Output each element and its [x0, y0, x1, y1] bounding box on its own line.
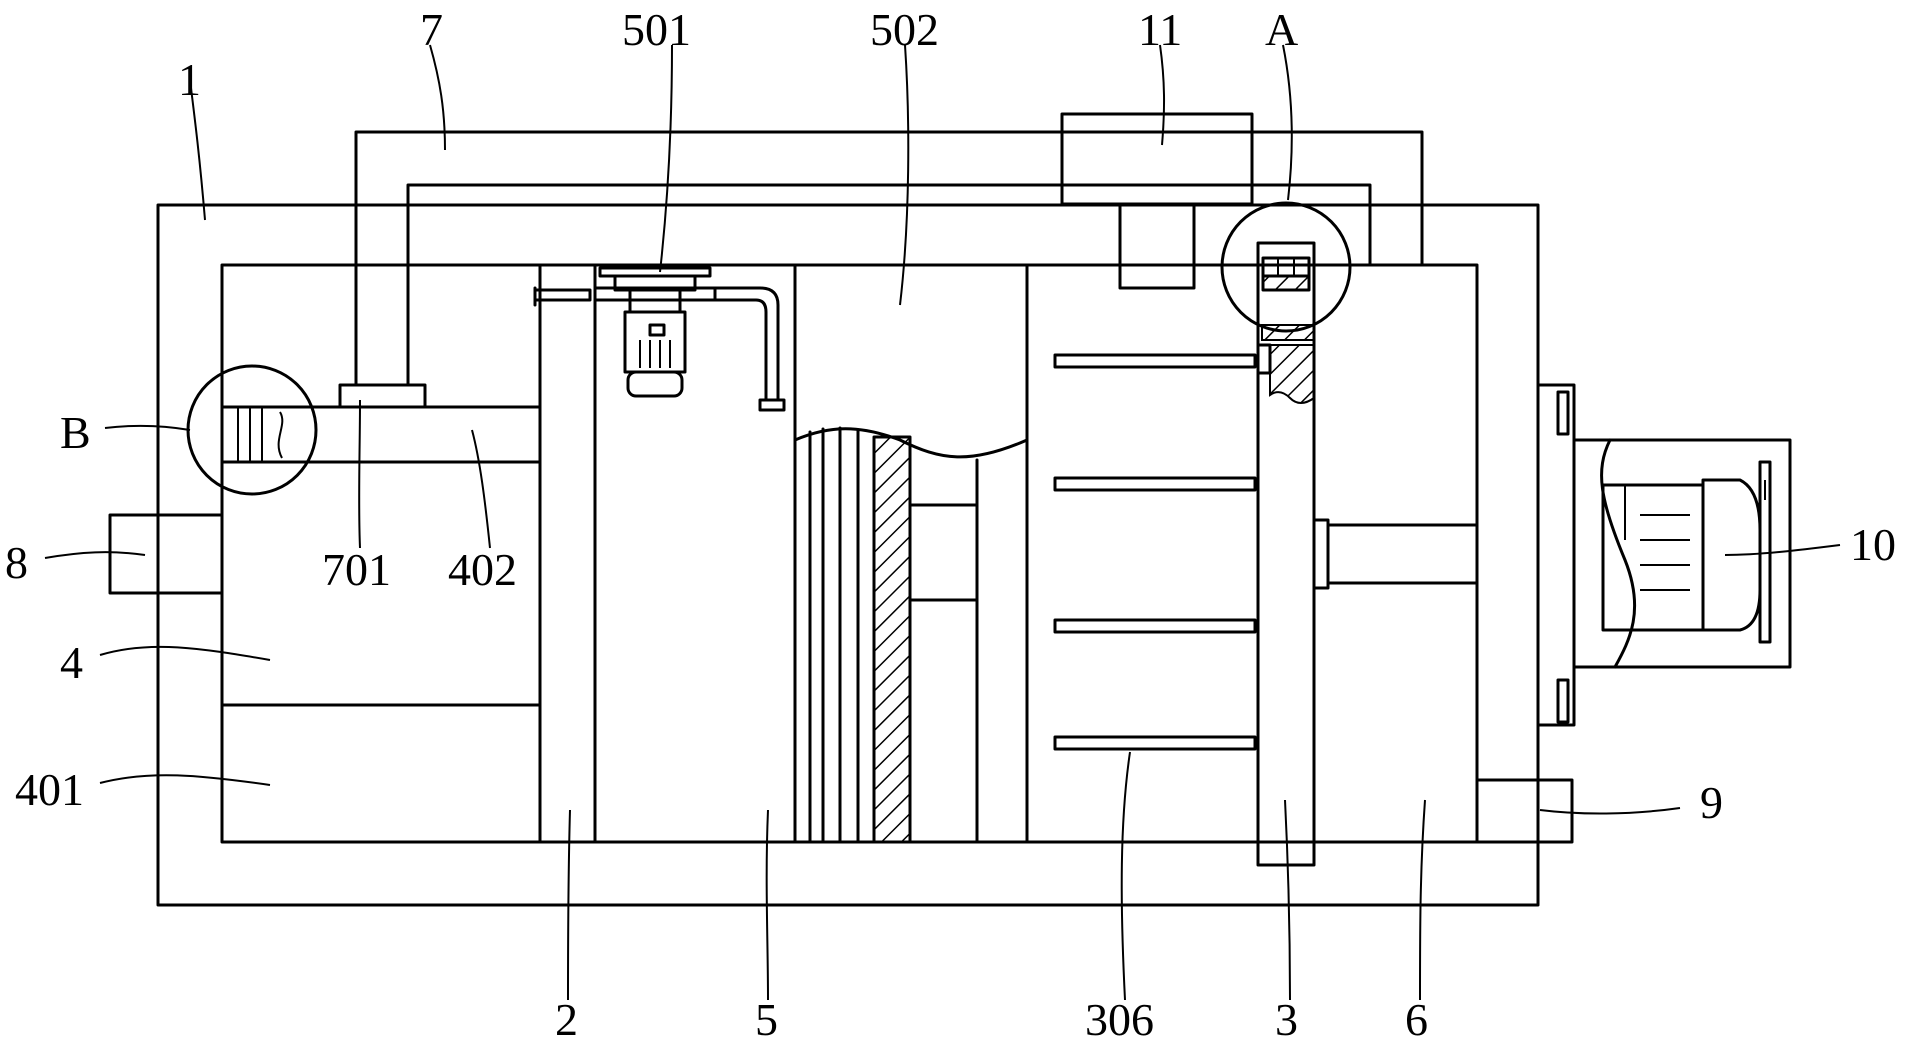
leader-lines: [44, 44, 1841, 1001]
label-306: 306: [1085, 994, 1154, 1039]
label-9: 9: [1700, 777, 1723, 828]
unit-11: [1060, 112, 1254, 290]
shaft-3: [1256, 241, 1316, 867]
detail-circle-b: [186, 364, 318, 496]
pump-501: [533, 266, 786, 412]
label-402: 402: [448, 544, 517, 595]
section-5-502: [793, 263, 1029, 844]
label-7: 7: [420, 4, 443, 55]
label-4: 4: [60, 637, 83, 688]
label-b: B: [60, 407, 91, 458]
detail-circle-a: [1220, 201, 1352, 333]
label-11: 11: [1138, 4, 1182, 55]
label-3: 3: [1275, 994, 1298, 1039]
inlet-8: [108, 513, 224, 595]
label-502: 502: [870, 4, 939, 55]
label-501: 501: [622, 4, 691, 55]
plates-306: [1053, 353, 1257, 751]
labels: 1 7 501 502 11 A B 8 4 401 701 402 2 5 3…: [5, 4, 1896, 1039]
label-a: A: [1265, 4, 1298, 55]
label-5: 5: [755, 994, 778, 1039]
label-10: 10: [1850, 519, 1896, 570]
outlet-9: [1475, 778, 1574, 844]
duct-402: [220, 383, 542, 464]
label-2: 2: [555, 994, 578, 1039]
label-401: 401: [15, 764, 84, 815]
motor-10: [1312, 383, 1792, 727]
label-8: 8: [5, 537, 28, 588]
label-1: 1: [178, 54, 201, 105]
label-6: 6: [1405, 994, 1428, 1039]
wall-2: [538, 263, 597, 844]
label-701: 701: [322, 544, 391, 595]
